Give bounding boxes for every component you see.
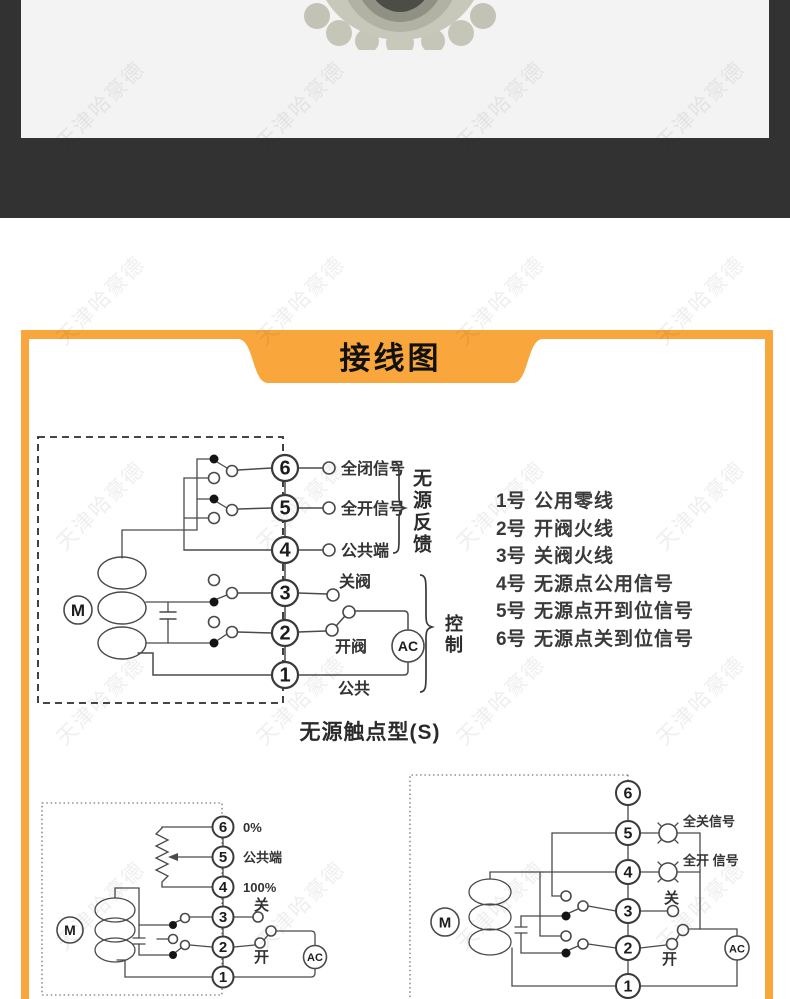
terminal-3: 3 [219, 909, 227, 926]
actuator-boundary-dotted [409, 774, 628, 999]
terminal-6: 6 [279, 458, 290, 480]
panel-border-right [765, 330, 773, 999]
cable-gland-photo [304, 0, 496, 50]
lamp-icon [657, 861, 679, 883]
note-number: 6号 [496, 628, 526, 650]
label-full-close-signal: 全闭信号 [340, 459, 405, 478]
terminal-4: 4 [219, 879, 228, 896]
header-banner [21, 330, 773, 383]
list-item: 1号公用零线 [496, 486, 694, 514]
list-item: 2号开阀火线 [496, 514, 694, 542]
panel-border-left [21, 330, 29, 999]
terminal-5: 5 [219, 849, 227, 866]
capacitor-icon [159, 611, 177, 620]
list-item: 3号关阀火线 [496, 541, 694, 569]
motor-icon: M [56, 897, 136, 963]
terminal-2: 2 [279, 623, 290, 645]
feedback-group-brace [392, 461, 408, 554]
ac-label: AC [729, 944, 745, 956]
ac-label: AC [307, 952, 323, 964]
label-open: 开 [662, 951, 677, 968]
list-item: 4号无源点公用信号 [496, 569, 694, 597]
note-label: 无源点开到位信号 [534, 601, 695, 623]
label-full-close-signal: 全关信号 [682, 814, 735, 829]
label-full-open-signal: 全开 信号 [682, 853, 739, 868]
note-number: 3号 [496, 546, 526, 568]
wiper-arrow [168, 853, 178, 861]
terminal-1: 1 [219, 969, 227, 986]
label-common: 公共 [338, 680, 370, 698]
motor-letter: M [71, 601, 85, 620]
list-item: 5号无源点开到位信号 [496, 596, 694, 624]
lamp-icon [657, 822, 679, 844]
terminal-2: 2 [624, 941, 633, 958]
note-label: 关阀火线 [534, 546, 615, 568]
label-0-percent: 0% [243, 820, 262, 835]
capacitor-icon [514, 926, 528, 934]
feedback-group-label: 无源反馈 [410, 468, 431, 556]
label-common-end: 公共端 [341, 541, 389, 560]
note-number: 4号 [496, 573, 526, 595]
control-group-brace [419, 574, 435, 693]
motor-icon: M [63, 556, 147, 660]
label-open: 开 [254, 949, 269, 966]
ac-label: AC [398, 638, 418, 654]
capacitor-icon [132, 937, 146, 945]
terminal-3: 3 [624, 904, 633, 921]
diagram-potentiometer: AC M 6 5 4 3 2 [41, 802, 328, 996]
terminal-4: 4 [279, 540, 291, 562]
terminal-6: 6 [219, 819, 227, 836]
terminal-5: 5 [279, 498, 290, 520]
diagram-caption: 无源触点型(S) [299, 721, 441, 744]
note-label: 无源点关到位信号 [534, 628, 695, 650]
photo-strip [21, 0, 769, 138]
banner-ribbon-shape [21, 330, 773, 383]
product-image [304, 0, 496, 50]
label-common-end: 公共端 [243, 850, 282, 865]
page-title: 接线图 [339, 341, 442, 376]
note-number: 1号 [496, 491, 526, 513]
ac-source-icon: AC [724, 935, 750, 961]
terminal-notes-list: 1号公用零线 2号开阀火线 3号关阀火线 4号无源点公用信号 5号无源点开到位信… [496, 486, 694, 651]
terminal-3: 3 [279, 583, 290, 605]
label-open-valve: 开阀 [335, 637, 367, 656]
potentiometer-icon [154, 826, 214, 888]
ac-source-icon: AC [302, 944, 328, 970]
wiring-panel [21, 330, 773, 999]
diagram-passive-contact: M AC 6 5 4 [37, 436, 435, 704]
note-label: 无源点公用信号 [534, 573, 675, 595]
diagram-lamp-signal: AC M 6 [409, 774, 750, 999]
note-number: 5号 [496, 601, 526, 623]
label-close: 关 [254, 896, 269, 914]
motor-icon: M [430, 878, 512, 956]
label-close-valve: 关阀 [339, 572, 371, 591]
actuator-boundary-dashed [37, 436, 284, 704]
label-100-percent: 100% [243, 880, 277, 895]
label-full-open-signal: 全开信号 [340, 499, 405, 518]
ac-source-icon: AC [391, 629, 425, 663]
note-number: 2号 [496, 518, 526, 540]
note-label: 开阀火线 [534, 518, 615, 540]
list-item: 6号无源点关到位信号 [496, 624, 694, 652]
motor-letter: M [439, 915, 452, 932]
terminal-4: 4 [624, 865, 633, 882]
label-close: 关 [664, 889, 679, 907]
terminal-5: 5 [624, 826, 633, 843]
terminal-6: 6 [624, 786, 633, 803]
terminal-2: 2 [219, 939, 227, 956]
terminal-1: 1 [279, 665, 290, 687]
terminal-1: 1 [624, 979, 633, 996]
note-label: 公用零线 [534, 491, 615, 513]
motor-letter: M [64, 922, 76, 938]
control-group-label: 控制 [443, 614, 463, 656]
actuator-boundary-dotted [41, 802, 223, 996]
